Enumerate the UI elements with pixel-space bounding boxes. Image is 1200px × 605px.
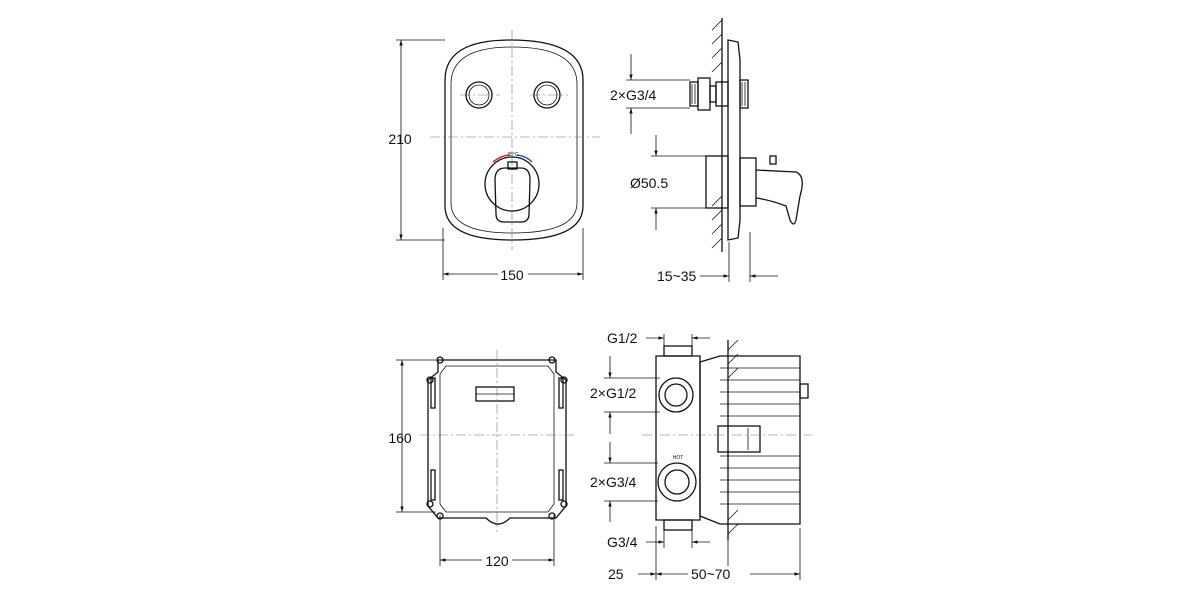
height-label: 210 xyxy=(388,131,412,147)
mounting-box-inner xyxy=(439,365,555,513)
top-port xyxy=(663,345,693,357)
wall-hatch-bottom xyxy=(727,339,739,540)
box-height-label: 160 xyxy=(388,430,412,446)
side-view: 2×G3/4 Ø50.5 15~35 xyxy=(610,18,803,284)
depth-dimension: 15~35 xyxy=(657,232,778,284)
right-bracket-bottom xyxy=(558,469,564,501)
depth-label: 15~35 xyxy=(657,268,697,284)
box-height-dimension: 160 xyxy=(388,359,436,513)
top-connection-dimension: G1/2 xyxy=(607,330,710,346)
hot-arc-red xyxy=(492,154,510,163)
box-width-dimension: 120 xyxy=(439,515,555,569)
push-button-cartridge xyxy=(689,77,749,111)
wall-hatch-top xyxy=(711,18,723,252)
right-depth-label: 50~70 xyxy=(691,566,731,582)
bottom-connection-dimension: G3/4 xyxy=(607,530,710,550)
width-label: 150 xyxy=(500,267,524,283)
mount-hole xyxy=(426,500,434,508)
temperature-indicator: 38°C xyxy=(492,152,533,163)
push-button-left xyxy=(465,81,493,109)
center-cartridge xyxy=(717,425,761,453)
bottom-port xyxy=(663,519,693,531)
diameter-dimension: Ø50.5 xyxy=(630,135,706,230)
lower-connection-label: 2×G3/4 xyxy=(590,474,637,490)
mount-hole xyxy=(548,356,556,364)
cover-plate-inner xyxy=(450,46,578,234)
plaster-guard-ribs xyxy=(720,367,800,505)
dial-temperature-label: 38°C xyxy=(507,152,519,158)
bottom-connection-label: G3/4 xyxy=(607,534,638,550)
inlet-label: 2×G3/4 xyxy=(610,87,657,103)
cover-plate-profile xyxy=(727,39,741,241)
box-width-label: 120 xyxy=(485,553,509,569)
hot-label: HOT xyxy=(673,455,684,461)
height-dimension: 210 xyxy=(388,39,445,241)
upper-port xyxy=(658,377,694,413)
lower-connection-dimension: 2×G3/4 xyxy=(589,442,658,522)
front-view: 38°C 210 150 xyxy=(388,30,600,283)
box-front-view: 160 120 xyxy=(388,350,574,569)
cover-plate-outline xyxy=(444,39,584,241)
mount-hole xyxy=(436,356,444,364)
upper-connection-dimension: 2×G1/2 xyxy=(589,356,660,434)
handle-profile xyxy=(705,155,803,225)
mount-hole xyxy=(560,500,568,508)
cold-arc-blue xyxy=(516,154,533,163)
lower-port: HOT xyxy=(657,455,697,502)
mount-hole xyxy=(560,376,568,384)
box-depth-dimensions: 25 50~70 xyxy=(608,526,801,582)
mount-hole xyxy=(426,376,434,384)
box-side-view: HOT G1/2 2×G1/2 2×G3/4 xyxy=(589,330,812,582)
diameter-label: Ø50.5 xyxy=(630,175,668,191)
plaster-guard xyxy=(699,355,801,525)
left-bracket-bottom xyxy=(430,469,436,501)
push-button-right xyxy=(533,81,561,109)
valve-body-profile xyxy=(655,355,701,521)
inlet-dimension: 2×G3/4 xyxy=(610,54,690,134)
left-depth-label: 25 xyxy=(608,566,624,582)
width-dimension: 150 xyxy=(442,228,584,283)
top-connection-label: G1/2 xyxy=(607,330,638,346)
thermostatic-handle xyxy=(484,156,540,223)
side-clip xyxy=(799,383,809,399)
upper-connection-label: 2×G1/2 xyxy=(590,385,637,401)
mount-hole xyxy=(548,512,556,520)
